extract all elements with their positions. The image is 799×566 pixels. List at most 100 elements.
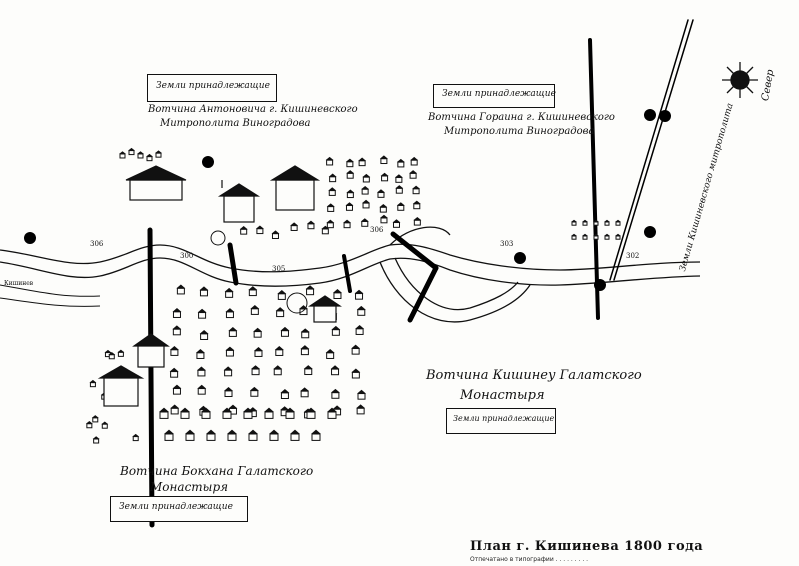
house-61 — [243, 407, 253, 419]
house-115 — [91, 415, 99, 423]
house-49 — [170, 404, 180, 415]
house-100 — [360, 218, 369, 227]
boundary-dot-4 — [594, 279, 606, 291]
house-131 — [615, 233, 621, 240]
house-125 — [604, 219, 610, 226]
house-94 — [362, 199, 371, 209]
house-126 — [615, 219, 621, 226]
river — [0, 226, 701, 323]
boundary-dot-6 — [644, 226, 656, 238]
boundary-dot-3 — [514, 252, 526, 264]
house-87 — [346, 189, 355, 199]
house-29 — [274, 346, 284, 356]
house-37 — [273, 365, 283, 376]
house-16 — [356, 305, 366, 316]
house-41 — [172, 384, 182, 395]
house-96 — [396, 202, 405, 211]
houses — [85, 147, 621, 444]
box-note-upper-left-text: Земли принадлежащие — [156, 81, 270, 91]
house-62 — [264, 407, 274, 419]
house-123 — [582, 219, 588, 226]
box-note-center-text: Земли принадлежащие — [453, 414, 555, 423]
house-25 — [169, 345, 179, 356]
house-90 — [395, 185, 404, 194]
box-note-bottom-left: Земли принадлежащие — [110, 496, 248, 522]
house-110 — [89, 379, 97, 388]
house-108 — [306, 220, 315, 230]
house-97 — [412, 200, 421, 210]
house-80 — [328, 173, 337, 183]
building-mid — [308, 295, 342, 323]
church-river — [132, 333, 170, 368]
house-63 — [285, 407, 295, 419]
house-82 — [362, 173, 371, 183]
churches — [97, 165, 342, 407]
house-83 — [380, 172, 389, 182]
box-note-bottom-left-text: Земли принадлежащие — [119, 502, 233, 512]
house-128 — [582, 233, 588, 240]
estate-label-upper-right: Вотчина Гораина г. Кишиневского — [428, 112, 615, 123]
house-74 — [325, 156, 334, 166]
house-101 — [379, 214, 388, 224]
estate-label-upper-left: Вотчина Антоновича г. Кишиневского — [148, 104, 358, 115]
house-38 — [303, 365, 313, 376]
house-21 — [280, 326, 290, 337]
house-57 — [159, 407, 169, 419]
box-note-center: Земли принадлежащие — [446, 408, 556, 434]
house-70 — [248, 429, 258, 441]
house-86 — [328, 187, 337, 196]
box-note-upper-right: Земли принадлежащие — [433, 84, 556, 108]
house-26 — [195, 349, 205, 359]
point-label-4: 306 — [370, 226, 384, 234]
estate-label-bottom-left: Вотчина Бокхана Галатского — [120, 464, 314, 478]
box-note-upper-left: Земли принадлежащие — [147, 74, 277, 102]
house-10 — [197, 308, 207, 319]
point-label-2: 300 — [180, 252, 194, 260]
point-label-6: 302 — [626, 252, 640, 260]
house-103 — [413, 216, 422, 226]
house-19 — [228, 326, 238, 337]
dams — [147, 19, 694, 528]
house-58 — [180, 407, 190, 419]
house-99 — [343, 219, 352, 229]
house-30 — [300, 345, 310, 356]
house-34 — [196, 366, 206, 377]
house-84 — [394, 174, 403, 183]
house-28 — [253, 346, 263, 357]
estate-label-upper-left-2: Митрополита Виноградова — [160, 118, 311, 129]
house-113 — [132, 433, 140, 442]
house-27 — [225, 346, 235, 357]
boundary-dot-1 — [24, 232, 36, 244]
left-edge-label: Кишинев — [4, 280, 34, 287]
house-7 — [332, 289, 342, 299]
box-note-upper-right-text: Земли принадлежащие — [442, 89, 556, 99]
house-20 — [253, 327, 263, 338]
house-43 — [224, 387, 234, 398]
house-98 — [326, 219, 335, 229]
house-33 — [169, 367, 179, 378]
house-56 — [356, 404, 366, 415]
house-124 — [593, 219, 599, 226]
point-label-3: 305 — [272, 265, 286, 273]
church-upper-left — [125, 165, 187, 201]
house-117 — [92, 436, 100, 444]
house-76 — [358, 157, 367, 167]
house-3 — [224, 287, 234, 298]
house-17 — [172, 325, 182, 336]
house-60 — [222, 407, 232, 419]
house-102 — [392, 219, 401, 228]
house-31 — [325, 349, 335, 359]
map-title: План г. Кишинева 1800 года — [470, 539, 704, 554]
house-89 — [376, 189, 385, 198]
house-71 — [269, 429, 279, 441]
house-35 — [223, 366, 233, 377]
house-44 — [249, 386, 259, 397]
house-23 — [331, 325, 341, 336]
house-48 — [357, 389, 367, 400]
house-5 — [277, 289, 287, 300]
house-47 — [330, 388, 340, 399]
house-88 — [361, 185, 370, 195]
house-85 — [409, 170, 418, 179]
house-106 — [271, 230, 280, 239]
